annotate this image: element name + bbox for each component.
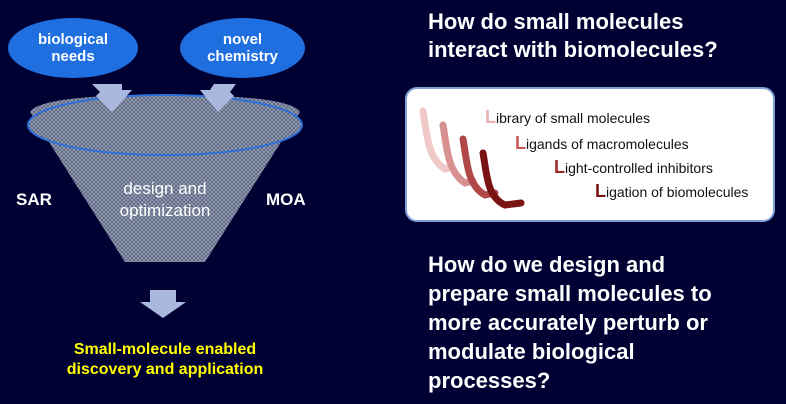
down-arrow bbox=[140, 290, 186, 318]
library-item-1: Library of small molecules bbox=[485, 107, 650, 128]
funnel-center-text: design and optimization bbox=[95, 178, 235, 222]
question-1-line1: How do small molecules bbox=[428, 9, 684, 34]
question-2-line5: processes? bbox=[428, 368, 551, 393]
funnel-rim bbox=[27, 94, 303, 156]
oval-right-line1: novel bbox=[222, 31, 263, 48]
arrow-right bbox=[200, 84, 236, 112]
library-item-2: Ligands of macromolecules bbox=[515, 133, 689, 154]
oval-right-line2: chemistry bbox=[207, 48, 278, 65]
question-2-line4: modulate biological bbox=[428, 339, 635, 364]
stacked-l-graphic bbox=[419, 107, 525, 209]
question-2-line1: How do we design and bbox=[428, 252, 666, 277]
oval-left-line2: needs bbox=[51, 48, 95, 65]
library-item-1-initial: L bbox=[485, 107, 496, 127]
library-item-3-initial: L bbox=[554, 157, 565, 177]
result-text: Small-molecule enabled discovery and app… bbox=[30, 340, 300, 380]
question-2: How do we design and prepare small molec… bbox=[428, 250, 712, 395]
funnel-center-line2: optimization bbox=[119, 201, 211, 220]
library-item-2-text: igands of macromolecules bbox=[526, 136, 689, 152]
question-1-line2: interact with biomolecules? bbox=[428, 37, 718, 62]
result-line1: Small-molecule enabled bbox=[73, 341, 257, 358]
funnel-center-line1: design and bbox=[123, 179, 207, 198]
question-2-line2: prepare small molecules to bbox=[428, 281, 712, 306]
library-item-3: Light-controlled inhibitors bbox=[554, 157, 713, 178]
library-item-4-text: igation of biomolecules bbox=[606, 184, 749, 200]
result-line2: discovery and application bbox=[66, 361, 264, 378]
library-callout-box: Library of small molecules Ligands of ma… bbox=[405, 87, 775, 222]
library-item-1-text: ibrary of small molecules bbox=[496, 110, 651, 126]
library-item-3-text: ight-controlled inhibitors bbox=[565, 160, 713, 176]
library-item-4-initial: L bbox=[595, 181, 606, 201]
library-item-4: Ligation of biomolecules bbox=[595, 181, 748, 202]
oval-left-line1: biological bbox=[37, 31, 108, 48]
moa-label: MOA bbox=[266, 190, 306, 209]
sar-label: SAR bbox=[16, 190, 52, 209]
question-1: How do small molecules interact with bio… bbox=[428, 8, 718, 64]
library-item-2-initial: L bbox=[515, 133, 526, 153]
question-2-line3: more accurately perturb or bbox=[428, 310, 708, 335]
arrow-left bbox=[92, 84, 132, 112]
